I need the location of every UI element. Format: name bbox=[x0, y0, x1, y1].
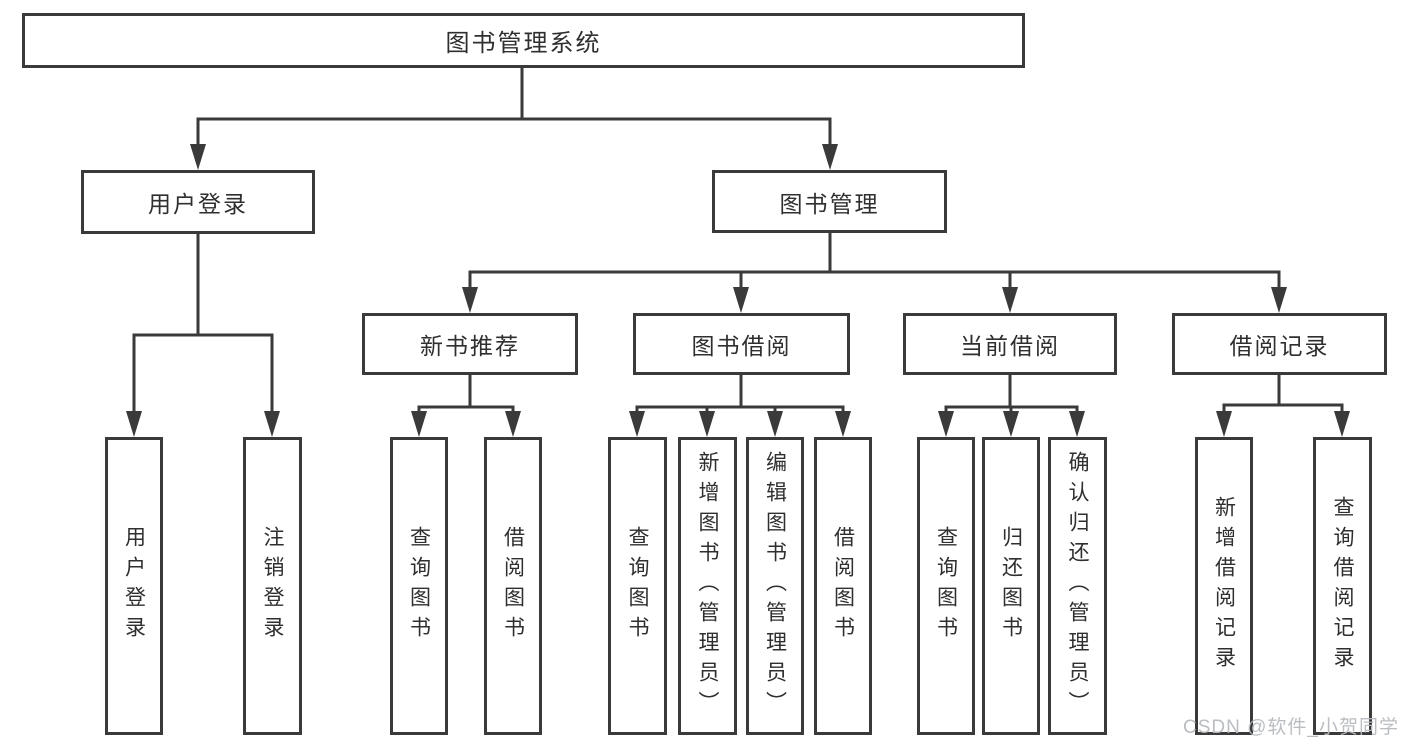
node-label: 新增图书（管理员） bbox=[696, 451, 719, 721]
node-group-new-book-rec: 新书推荐 bbox=[362, 313, 578, 375]
edge-book-mgmt bbox=[462, 231, 1287, 313]
arrowhead-icon bbox=[505, 411, 521, 437]
node-label: 编辑图书（管理员） bbox=[763, 451, 787, 721]
node-leaf-user-login: 用户登录 bbox=[105, 437, 163, 735]
node-leaf-return-books: 归还图书 bbox=[982, 437, 1040, 735]
node-book-mgmt-branch: 图书管理 bbox=[712, 170, 947, 233]
node-leaf-confirm-return-admin: 确认归还（管理员） bbox=[1048, 437, 1107, 735]
arrowhead-icon bbox=[629, 411, 645, 437]
node-root: 图书管理系统 bbox=[22, 13, 1025, 68]
node-leaf-query-borrow-record: 查询借阅记录 bbox=[1313, 437, 1372, 735]
node-label: 借阅图书 bbox=[831, 526, 855, 646]
arrowhead-icon bbox=[462, 287, 478, 313]
node-group-borrow-records: 借阅记录 bbox=[1172, 313, 1387, 375]
node-leaf-borrow-books-2: 借阅图书 bbox=[814, 437, 872, 735]
node-label: 注销登录 bbox=[261, 526, 284, 646]
arrowhead-icon bbox=[938, 411, 954, 437]
node-leaf-query-books-3: 查询图书 bbox=[917, 437, 975, 735]
arrowhead-icon bbox=[1216, 411, 1232, 437]
node-leaf-add-books-admin: 新增图书（管理员） bbox=[678, 437, 737, 735]
edge-book-borrow bbox=[629, 373, 851, 437]
node-label: 查询图书 bbox=[626, 526, 649, 646]
node-label: 查询图书 bbox=[934, 526, 958, 646]
csdn-watermark: CSDN @软件_小贺同学 bbox=[1183, 717, 1399, 738]
node-label: 查询借阅记录 bbox=[1331, 496, 1354, 676]
arrowhead-icon bbox=[264, 411, 280, 437]
arrowhead-icon bbox=[126, 411, 142, 437]
node-label: 归还图书 bbox=[999, 526, 1023, 646]
node-leaf-edit-books-admin: 编辑图书（管理员） bbox=[746, 437, 804, 735]
arrowhead-icon bbox=[1069, 411, 1085, 437]
node-leaf-borrow-books-1: 借阅图书 bbox=[484, 437, 542, 735]
edge-new-book-rec bbox=[411, 373, 521, 437]
arrowhead-icon bbox=[822, 144, 838, 170]
node-label: 用户登录 bbox=[122, 526, 146, 646]
edge-borrow-records bbox=[1216, 373, 1350, 437]
edge-user-login bbox=[126, 232, 280, 437]
node-leaf-query-books-1: 查询图书 bbox=[390, 437, 448, 735]
arrowhead-icon bbox=[1334, 411, 1350, 437]
edge-root bbox=[190, 66, 838, 170]
arrowhead-icon bbox=[411, 411, 427, 437]
edge-current-borrow bbox=[938, 373, 1085, 437]
node-label: 借阅图书 bbox=[501, 526, 525, 646]
node-label: 新增借阅记录 bbox=[1212, 496, 1236, 676]
node-label: 确认归还（管理员） bbox=[1066, 451, 1089, 721]
node-group-book-borrow: 图书借阅 bbox=[633, 313, 850, 375]
arrowhead-icon bbox=[699, 411, 715, 437]
arrowhead-icon bbox=[733, 287, 749, 313]
node-leaf-logout: 注销登录 bbox=[243, 437, 302, 735]
arrowhead-icon bbox=[1003, 411, 1019, 437]
arrowhead-icon bbox=[767, 411, 783, 437]
arrowhead-icon bbox=[835, 411, 851, 437]
node-label: 查询图书 bbox=[407, 526, 431, 646]
arrowhead-icon bbox=[1002, 287, 1018, 313]
node-leaf-add-borrow-record: 新增借阅记录 bbox=[1195, 437, 1253, 735]
node-group-current-borrow: 当前借阅 bbox=[903, 313, 1117, 375]
arrowhead-icon bbox=[1271, 287, 1287, 313]
arrowhead-icon bbox=[190, 144, 206, 170]
node-user-login-branch: 用户登录 bbox=[81, 170, 315, 234]
node-leaf-query-books-2: 查询图书 bbox=[608, 437, 667, 735]
